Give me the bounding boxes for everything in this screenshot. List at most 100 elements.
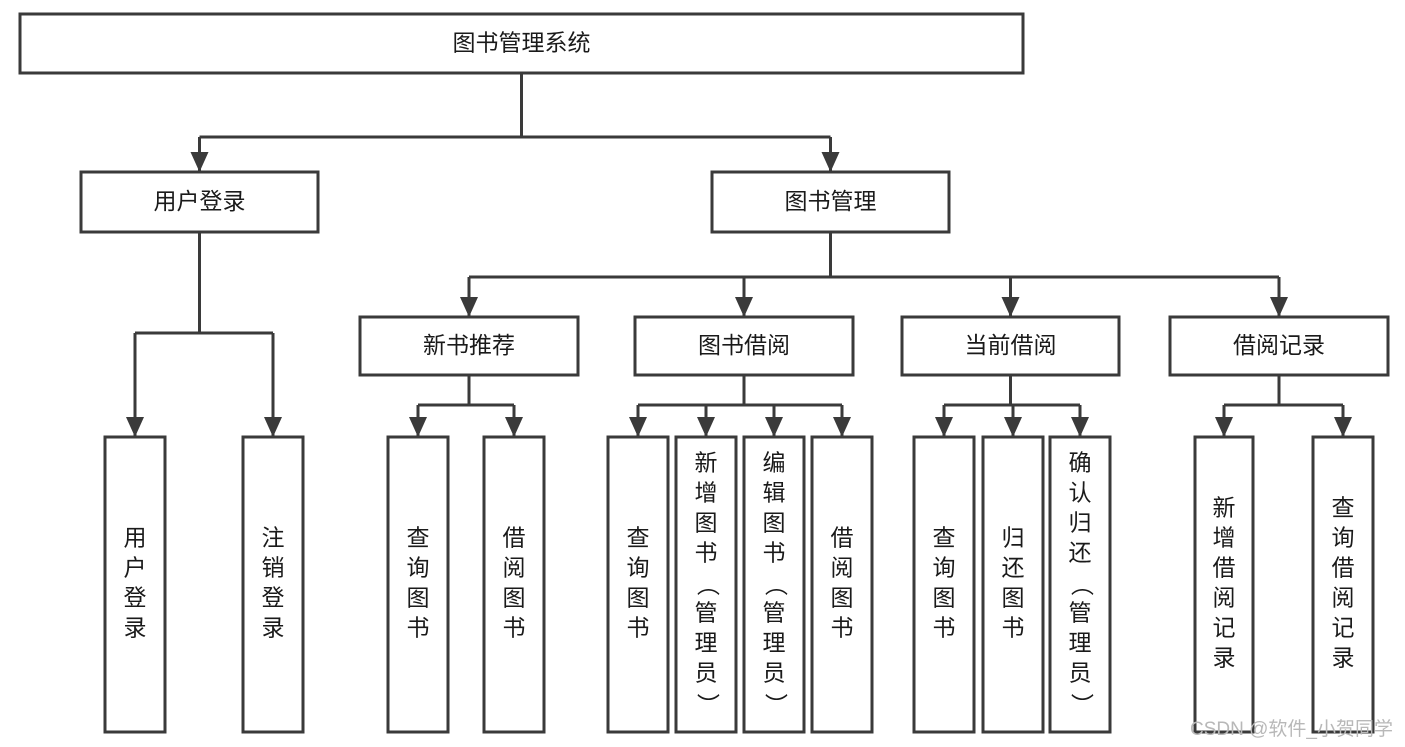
node-level2-user-login[interactable]: 用户登录 — [79, 170, 320, 234]
svg-text:图: 图 — [831, 585, 854, 611]
node-box[interactable] — [241, 435, 305, 734]
node-box[interactable] — [710, 170, 951, 234]
svg-text:归: 归 — [1069, 510, 1092, 536]
arrow-head-icon — [1334, 417, 1352, 437]
node-box[interactable] — [1311, 435, 1375, 734]
node-box[interactable] — [912, 435, 976, 734]
svg-text:查: 查 — [933, 525, 956, 551]
node-level3-book-borrow[interactable]: 图书借阅 — [633, 315, 855, 377]
svg-text:增: 增 — [1213, 525, 1236, 551]
node-box[interactable] — [103, 435, 167, 734]
svg-text:借: 借 — [831, 525, 854, 551]
svg-text:登: 登 — [262, 585, 285, 611]
node-box[interactable] — [981, 435, 1045, 734]
arrow-head-icon — [1001, 297, 1020, 317]
node-box[interactable] — [1193, 435, 1255, 734]
svg-text:注: 注 — [262, 525, 285, 551]
node-box[interactable] — [18, 12, 1025, 75]
arrow-head-icon — [735, 297, 753, 317]
node-box[interactable] — [606, 435, 670, 734]
svg-text:录: 录 — [124, 615, 147, 641]
node-box[interactable] — [358, 315, 580, 377]
arrow-head-icon — [1004, 417, 1022, 437]
svg-text:图: 图 — [933, 585, 956, 611]
svg-text:员: 员 — [1069, 660, 1092, 686]
svg-text:）: ） — [763, 693, 789, 716]
node-box[interactable] — [742, 435, 806, 734]
svg-text:询: 询 — [1332, 525, 1355, 551]
svg-text:查: 查 — [627, 525, 650, 551]
node-level3-current-borrow[interactable]: 当前借阅 — [900, 315, 1121, 377]
arrow-head-icon — [935, 417, 953, 437]
svg-text:书: 书 — [1002, 615, 1025, 641]
node-level3-new-book-rec[interactable]: 新书推荐 — [358, 315, 580, 377]
svg-text:书: 书 — [627, 615, 650, 641]
svg-text:管: 管 — [1069, 600, 1092, 626]
svg-text:）: ） — [695, 693, 721, 716]
svg-text:）: ） — [1069, 693, 1095, 716]
svg-text:理: 理 — [695, 630, 718, 656]
svg-text:借: 借 — [503, 525, 526, 551]
connector-group — [935, 375, 1089, 437]
connector-group — [409, 375, 523, 437]
svg-text:（: （ — [695, 573, 721, 596]
node-box[interactable] — [810, 435, 874, 734]
svg-text:录: 录 — [1332, 645, 1355, 671]
node-box[interactable] — [1048, 435, 1112, 734]
node-label: 借阅记录 — [1233, 332, 1325, 358]
node-box[interactable] — [900, 315, 1121, 377]
node-box[interactable] — [79, 170, 320, 234]
node-leaf-leaf-user-login[interactable]: 用户登录 — [103, 435, 167, 734]
node-box[interactable] — [386, 435, 450, 734]
node-box[interactable] — [1168, 315, 1390, 377]
connector-layer — [126, 73, 1352, 437]
connector-group — [126, 232, 282, 437]
node-box[interactable] — [674, 435, 738, 734]
svg-text:确: 确 — [1069, 450, 1092, 476]
node-level2-book-manage[interactable]: 图书管理 — [710, 170, 951, 234]
svg-text:图: 图 — [627, 585, 650, 611]
svg-text:书: 书 — [831, 615, 854, 641]
node-label: 图书借阅 — [698, 332, 790, 358]
svg-text:书: 书 — [407, 615, 430, 641]
svg-text:查: 查 — [1332, 495, 1355, 521]
arrow-head-icon — [1215, 417, 1233, 437]
svg-text:认: 认 — [1069, 480, 1092, 506]
svg-text:理: 理 — [1069, 630, 1092, 656]
csdn-watermark: CSDN @软件_小贺同学 — [1190, 719, 1393, 740]
svg-text:图: 图 — [695, 510, 718, 536]
node-level3-borrow-record[interactable]: 借阅记录 — [1168, 315, 1390, 377]
node-label: 图书管理系统 — [453, 30, 591, 56]
svg-text:归: 归 — [1002, 525, 1025, 551]
svg-text:（: （ — [1069, 573, 1095, 596]
svg-text:新: 新 — [1213, 495, 1236, 521]
connector-group — [629, 375, 851, 437]
svg-text:辑: 辑 — [763, 480, 786, 506]
svg-text:查: 查 — [407, 525, 430, 551]
node-label: 图书管理 — [785, 188, 877, 214]
svg-text:书: 书 — [695, 540, 718, 566]
node-box[interactable] — [633, 315, 855, 377]
svg-text:图: 图 — [763, 510, 786, 536]
node-root-root[interactable]: 图书管理系统 — [18, 12, 1025, 75]
node-box[interactable] — [482, 435, 546, 734]
